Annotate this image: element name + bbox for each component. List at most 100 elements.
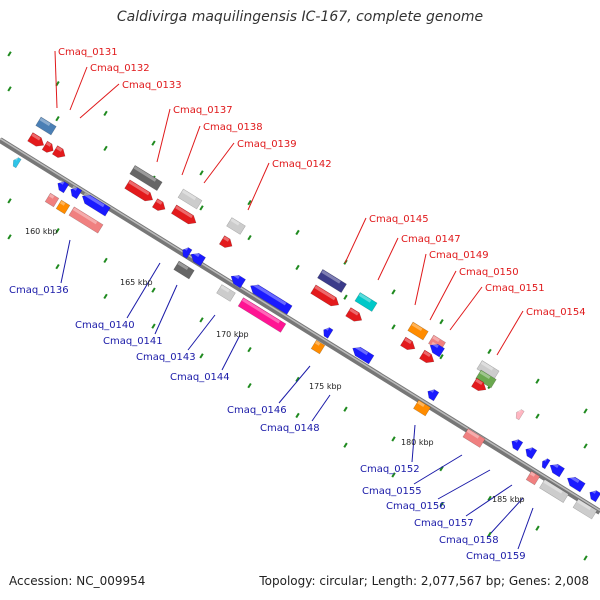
gene-shape (471, 377, 487, 392)
guide-dots (7, 51, 588, 561)
gene-feature (70, 185, 83, 200)
gene-label[interactable]: Cmaq_0132 (90, 63, 150, 74)
label-leader (377, 237, 399, 281)
genome-meta-text: Topology: circular; Length: 2,077,567 bp… (259, 574, 589, 588)
gene-shape (413, 399, 431, 417)
gene-label[interactable]: Cmaq_0147 (401, 234, 461, 245)
gene-shape (345, 307, 363, 322)
gene-label[interactable]: Cmaq_0155 (362, 486, 422, 497)
gene-feature (413, 399, 431, 417)
guide-dot (247, 200, 252, 206)
guide-dot (295, 376, 300, 383)
gene-feature (226, 217, 246, 235)
gene-shape (567, 476, 586, 493)
guide-dot (103, 257, 108, 264)
gene-highlight (432, 335, 440, 342)
gene-highlight (128, 180, 150, 196)
gene-label[interactable]: Cmaq_0145 (369, 214, 429, 225)
gene-highlight (321, 270, 341, 284)
guide-dot (103, 110, 108, 117)
gene-feature (549, 461, 565, 478)
guide-dot (7, 86, 12, 92)
gene-highlight (59, 200, 66, 206)
gene-highlight (223, 236, 230, 242)
guide-dot (295, 412, 300, 419)
gene-feature (55, 199, 71, 215)
guide-dot (583, 443, 588, 449)
label-leader (490, 497, 524, 534)
gene-shape (218, 235, 233, 248)
gene-label[interactable]: Cmaq_0137 (173, 105, 233, 116)
guide-dot (439, 354, 444, 360)
gene-highlight (133, 166, 157, 182)
gene-highlight (56, 146, 63, 152)
gene-feature (124, 179, 154, 202)
gene-feature (407, 321, 429, 341)
gene-label[interactable]: Cmaq_0157 (414, 518, 474, 529)
guide-dot (151, 140, 156, 146)
gene-highlight (529, 471, 536, 477)
gene-shape (57, 181, 70, 194)
gene-feature (429, 341, 445, 358)
scale-tick-label: 170 kbp (216, 330, 249, 339)
gene-highlight (512, 437, 519, 443)
gene-shape (475, 369, 497, 389)
label-leader (413, 454, 463, 485)
gene-shape (151, 198, 166, 211)
gene-label[interactable]: Cmaq_0154 (526, 307, 586, 318)
guide-dot (535, 378, 540, 384)
gene-highlight (475, 378, 483, 385)
gene-feature (352, 344, 375, 365)
gene-label[interactable]: Cmaq_0143 (136, 352, 196, 363)
label-leader-lines (54, 50, 534, 550)
label-leader (126, 262, 161, 319)
gene-shape (68, 206, 104, 234)
gene-shape (323, 327, 334, 339)
guide-dot (7, 198, 12, 204)
gene-label[interactable]: Cmaq_0149 (429, 250, 489, 261)
gene-highlight (428, 387, 435, 393)
gene-label[interactable]: Cmaq_0141 (103, 336, 163, 347)
gene-shape (407, 321, 429, 341)
gene-feature (317, 269, 347, 293)
gene-shape (589, 490, 600, 503)
gene-label[interactable]: Cmaq_0159 (466, 551, 526, 562)
gene-shape (462, 428, 486, 448)
gene-label[interactable]: Cmaq_0150 (459, 267, 519, 278)
map-title: Caldivirga maquilingensis IC-167, comple… (116, 9, 484, 25)
gene-label[interactable]: Cmaq_0146 (227, 405, 287, 416)
gene-shape (124, 179, 154, 202)
gene-label[interactable]: Cmaq_0138 (203, 122, 263, 133)
gene-label[interactable]: Cmaq_0131 (58, 47, 118, 58)
gene-highlight (423, 350, 431, 357)
gene-feature (12, 156, 22, 169)
gene-shape (81, 194, 111, 217)
gene-shape (182, 247, 193, 259)
gene-highlight (543, 457, 548, 462)
gene-shape (310, 339, 326, 355)
guide-dot (151, 287, 156, 293)
gene-label[interactable]: Cmaq_0158 (439, 535, 499, 546)
gene-feature (44, 192, 60, 208)
gene-label[interactable]: Cmaq_0144 (170, 372, 230, 383)
guide-dot (343, 442, 348, 448)
gene-label[interactable]: Cmaq_0142 (272, 159, 332, 170)
gene-feature (567, 474, 586, 493)
gene-label[interactable]: Cmaq_0139 (237, 139, 297, 150)
gene-label[interactable]: Cmaq_0152 (360, 464, 420, 475)
gene-label[interactable]: Cmaq_0133 (122, 80, 182, 91)
gene-highlight (156, 199, 163, 205)
gene-label[interactable]: Cmaq_0151 (485, 283, 545, 294)
guide-dot (199, 353, 204, 359)
gene-label[interactable]: Cmaq_0148 (260, 423, 320, 434)
label-leader (247, 162, 270, 211)
gene-label[interactable]: Cmaq_0136 (9, 285, 69, 296)
gene-highlight (517, 408, 522, 413)
guide-dot (247, 347, 252, 353)
gene-label[interactable]: Cmaq_0140 (75, 320, 135, 331)
gene-label[interactable]: Cmaq_0156 (386, 501, 446, 512)
gene-feature (515, 408, 525, 421)
gene-highlight (175, 205, 193, 219)
gene-highlight (72, 207, 98, 225)
